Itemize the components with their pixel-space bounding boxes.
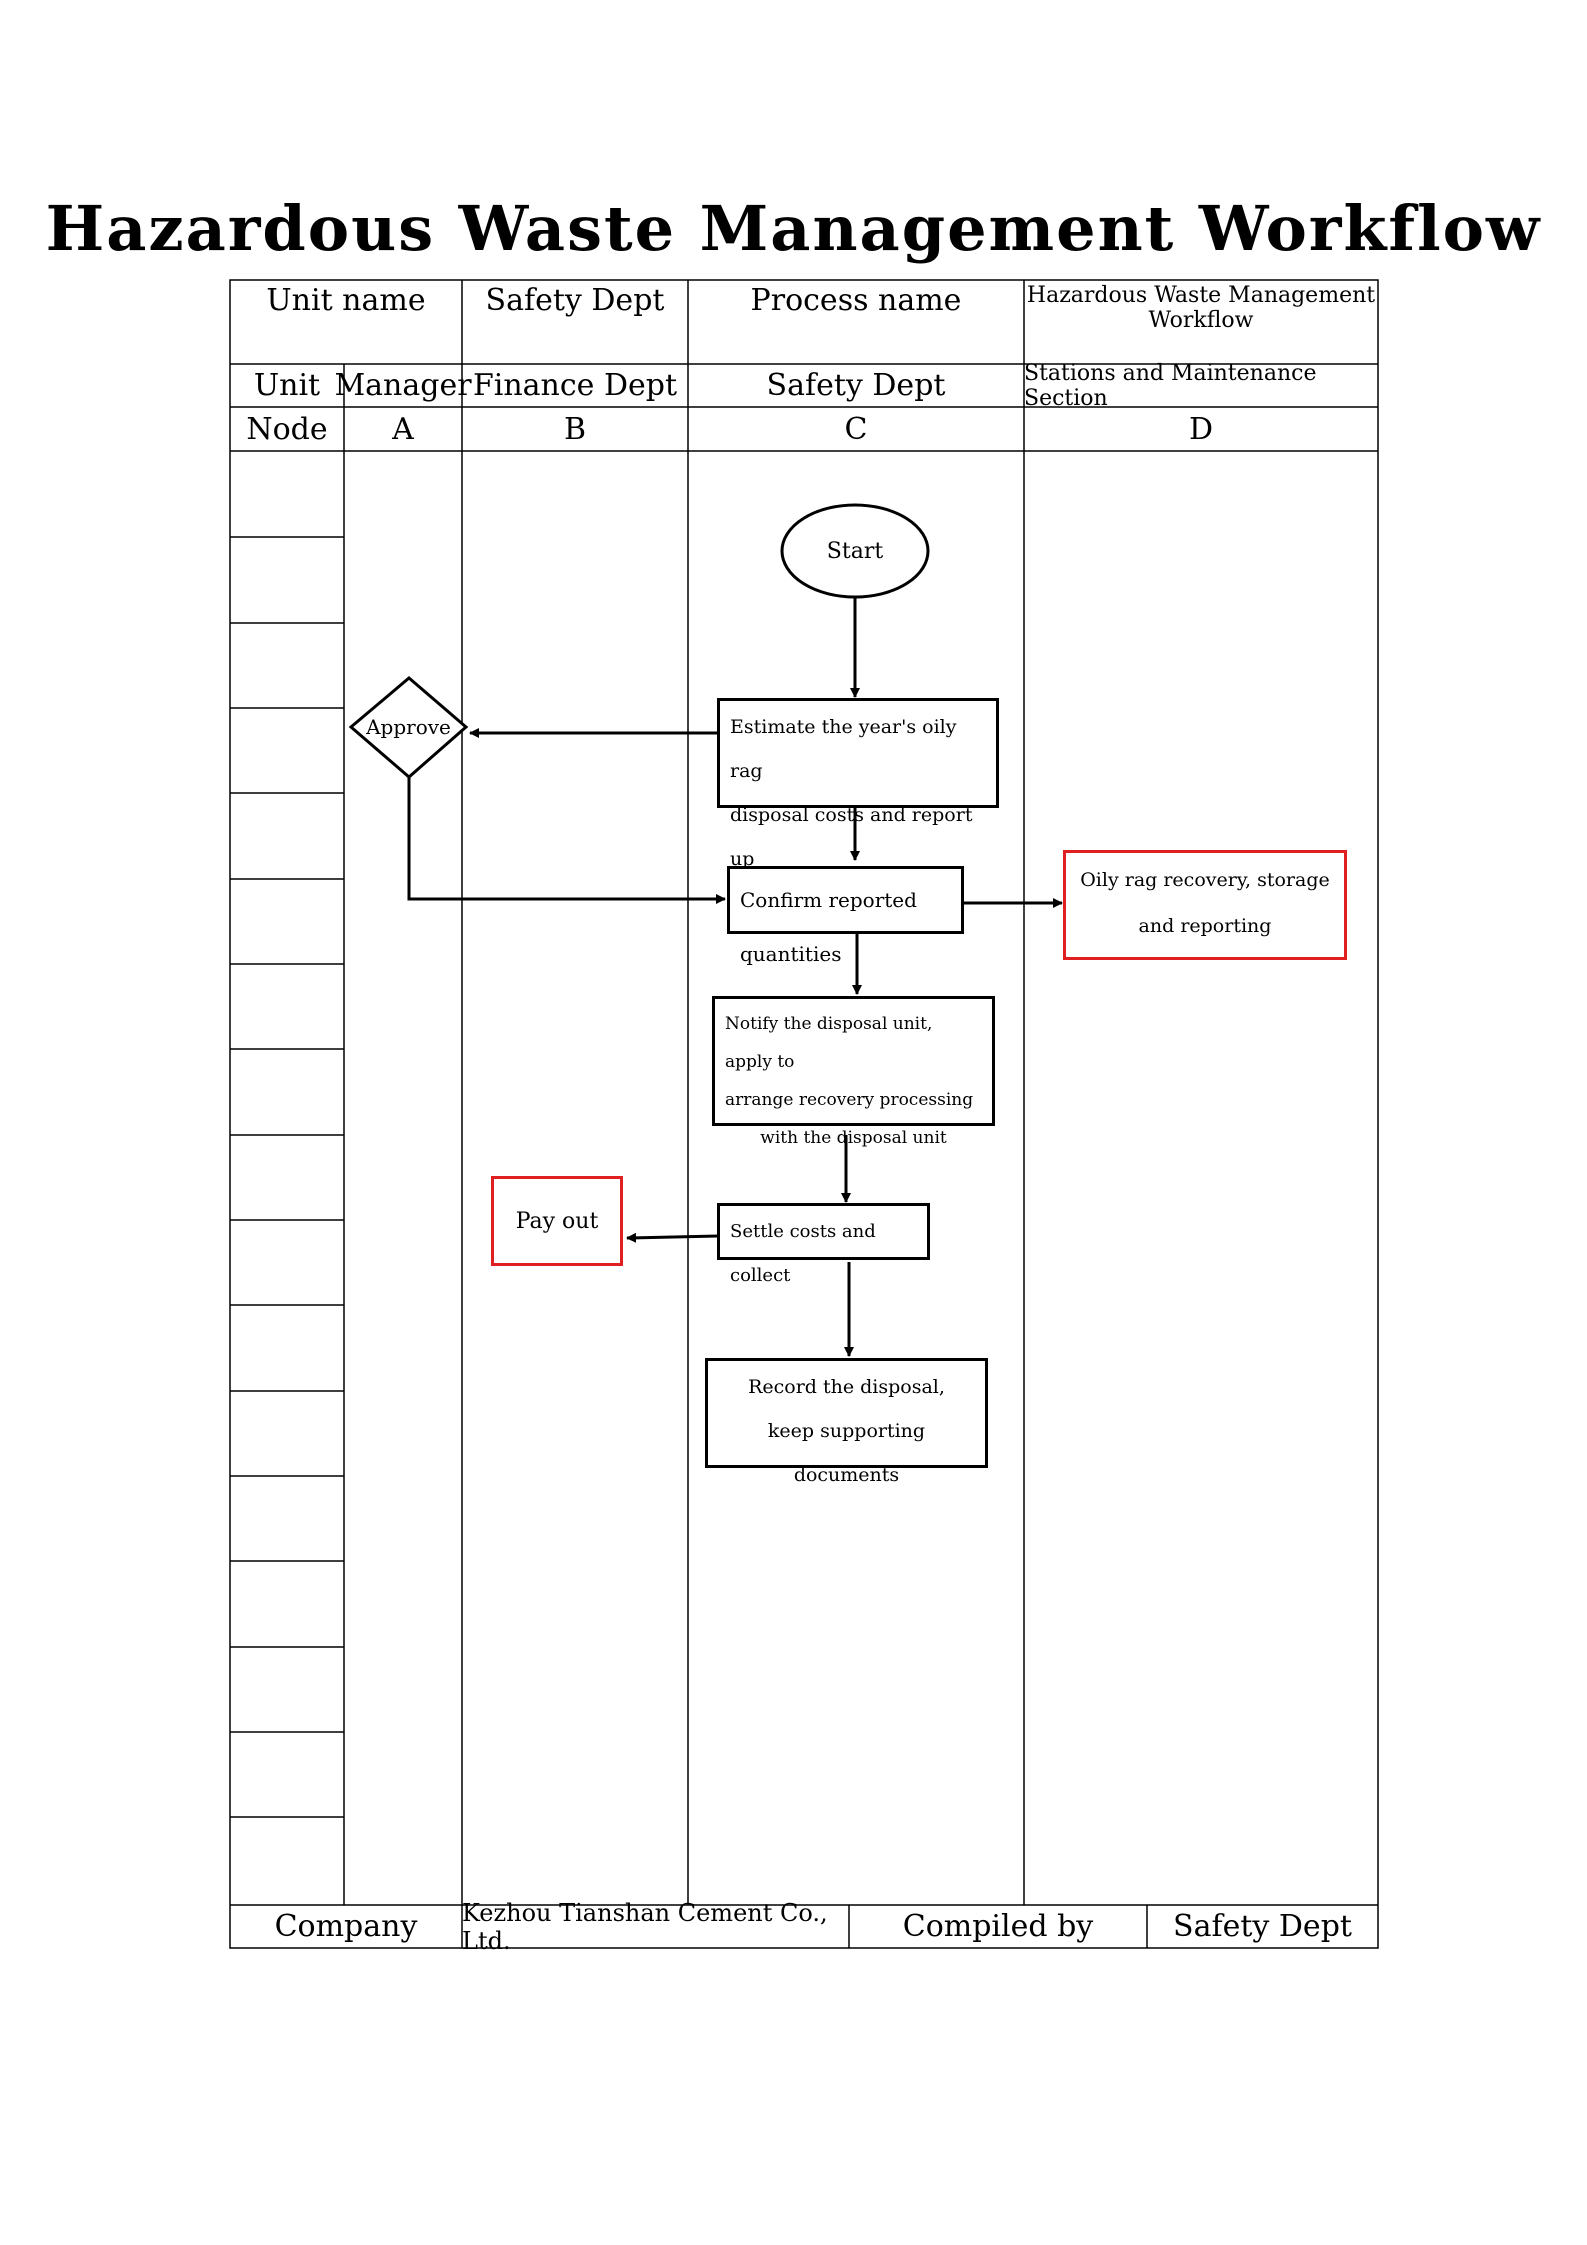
pay-node: Pay out <box>491 1176 623 1266</box>
unit-name-label: Unit name <box>266 283 426 318</box>
company-value: Kezhou Tianshan Cement Co., Ltd. <box>462 1898 828 1955</box>
approve-node: Approve <box>366 715 451 739</box>
unit-label: Unit <box>253 368 321 403</box>
col-d-unit: Stations and Maintenance Section <box>1024 360 1317 411</box>
notify-node-line-1: Notify the disposal unit, apply to <box>725 1014 933 1072</box>
register-node: Record the disposal, keep supporting doc… <box>705 1358 988 1486</box>
node-label: Node <box>246 411 328 447</box>
unit-name-value: Safety Dept <box>485 283 665 318</box>
recycle-node: Oily rag recovery, storage and reporting <box>1063 850 1347 960</box>
recycle-node-line-1: Oily rag recovery, storage <box>1080 869 1330 891</box>
register-node-line-1: Record the disposal, <box>748 1376 945 1398</box>
process-name-value: Hazardous Waste Management Workflow <box>1026 283 1376 333</box>
estimate-node: Estimate the year's oily rag disposal co… <box>717 698 999 870</box>
company-label: Company <box>274 1909 418 1944</box>
col-a-node: A <box>392 411 414 447</box>
settle-node: Settle costs and collect <box>717 1203 930 1286</box>
confirm-node: Confirm reported quantities <box>727 866 964 966</box>
col-c-node: C <box>844 411 868 447</box>
notify-node: Notify the disposal unit, apply to arran… <box>712 996 995 1148</box>
estimate-node-line-2: disposal costs and report up <box>730 804 973 870</box>
notify-node-line-3: with the disposal unit <box>760 1128 947 1148</box>
compiler-label: Compiled by <box>902 1909 1094 1944</box>
start-node: Start <box>826 538 884 564</box>
notify-node-line-2: arrange recovery processing <box>725 1090 974 1110</box>
process-name-label: Process name <box>750 283 962 318</box>
col-b-node: B <box>563 411 587 447</box>
col-c-unit: Safety Dept <box>766 368 946 403</box>
register-node-line-2: keep supporting documents <box>767 1420 926 1486</box>
page-title: Hazardous Waste Management Workflow <box>45 192 1542 265</box>
compiler-value: Safety Dept <box>1173 1909 1352 1944</box>
estimate-node-line-1: Estimate the year's oily rag <box>730 716 957 782</box>
recycle-node-line-2: and reporting <box>1138 915 1272 937</box>
col-b-unit: Finance Dept <box>472 368 678 403</box>
col-d-node: D <box>1188 411 1214 447</box>
col-a-unit: Manager <box>334 368 472 403</box>
